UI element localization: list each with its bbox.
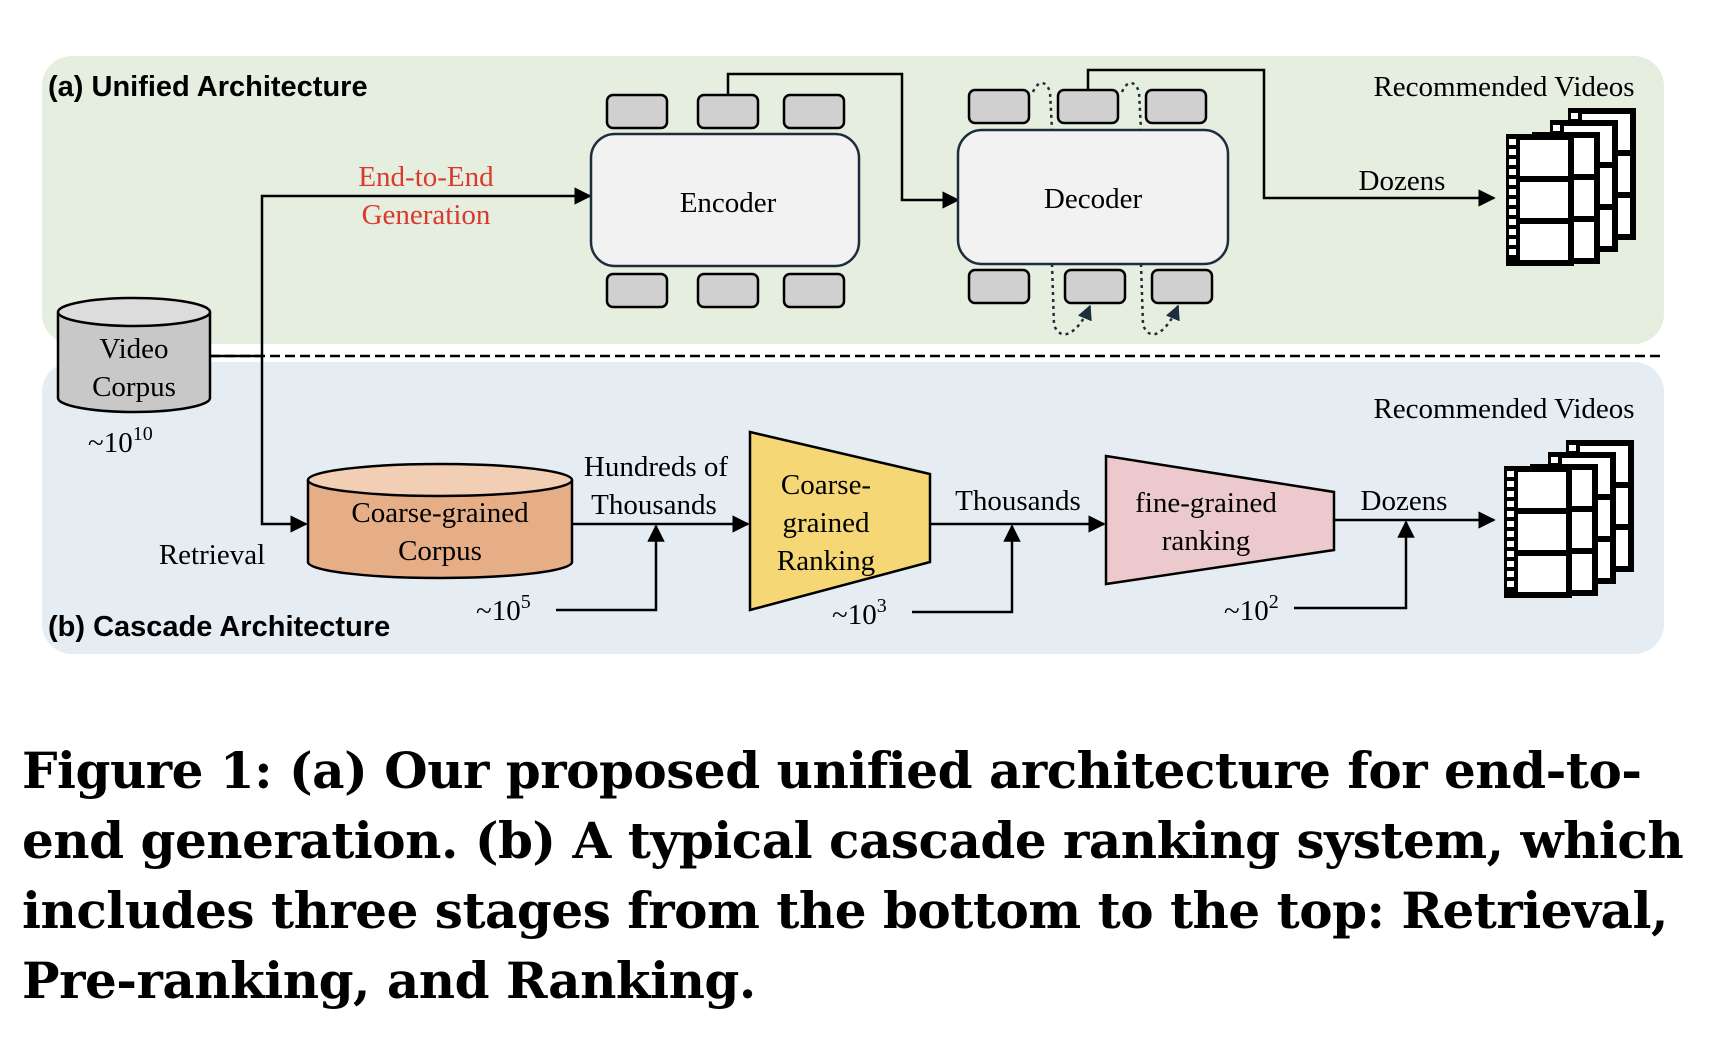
count-thousands: Thousands: [955, 485, 1081, 517]
encoder-label: Encoder: [680, 187, 777, 219]
size-pointer-3: [1294, 520, 1415, 610]
arrow-decoder-to-videos: [1086, 68, 1496, 207]
coarse-ranking-label-1: Coarse-: [781, 469, 871, 501]
count-hundreds-thousands-2: Thousands: [591, 489, 717, 521]
cascade-dozens-label: Dozens: [1361, 485, 1448, 517]
coarse-corpus-label-1: Coarse-grained: [351, 497, 529, 529]
autoregressive-loops: [1031, 81, 1180, 336]
count-hundreds-thousands-1: Hundreds of: [584, 451, 729, 483]
cascade-section-label: (b) Cascade Architecture: [48, 611, 390, 643]
fine-ranking-label-1: fine-grained: [1135, 487, 1277, 519]
coarse-ranking-block: [748, 430, 932, 612]
video-corpus-label-1: Video: [99, 333, 168, 365]
size-label-3: ~102: [1224, 591, 1279, 627]
coarse-corpus-label-2: Corpus: [398, 535, 482, 567]
unified-recommended-label: Recommended Videos: [1373, 71, 1634, 103]
coarse-ranking-label-2: grained: [783, 507, 870, 539]
coarse-grained-corpus-cylinder: [306, 462, 574, 580]
arrow-to-encoder: [210, 187, 592, 358]
end-to-end-label-2: Generation: [362, 199, 491, 231]
unified-dozens-label: Dozens: [1359, 165, 1446, 197]
arrow-encoder-to-decoder: [726, 72, 960, 209]
encoder-block: [589, 132, 861, 268]
decoder-output-tokens: [967, 88, 1208, 125]
retrieval-label: Retrieval: [159, 539, 265, 571]
unified-section-label: (a) Unified Architecture: [48, 71, 368, 103]
arrow-to-coarse-corpus: [260, 356, 308, 533]
encoder-input-tokens: [605, 272, 846, 309]
decoder-input-tokens: [967, 268, 1214, 305]
decoder-block: [956, 128, 1230, 266]
encoder-output-tokens: [605, 93, 846, 130]
cascade-recommended-label: Recommended Videos: [1373, 393, 1634, 425]
size-pointer-1: [556, 524, 665, 612]
fine-ranking-label-2: ranking: [1162, 525, 1251, 557]
figure-caption: Figure 1: (a) Our proposed unified archi…: [22, 741, 1684, 1010]
video-corpus-cylinder: [56, 296, 212, 414]
decoder-label: Decoder: [1044, 183, 1143, 215]
video-corpus-label-2: Corpus: [92, 371, 176, 403]
video-corpus-size: ~1010: [88, 423, 153, 459]
size-pointer-2: [912, 524, 1021, 614]
size-label-1: ~105: [476, 591, 531, 627]
end-to-end-label-1: End-to-End: [358, 161, 494, 193]
size-label-2: ~103: [832, 595, 887, 631]
coarse-ranking-label-3: Ranking: [777, 545, 875, 577]
fine-ranking-block: [1104, 454, 1336, 586]
architecture-figure: (a) Unified Architecture (b) Cascade Arc…: [42, 56, 1664, 654]
